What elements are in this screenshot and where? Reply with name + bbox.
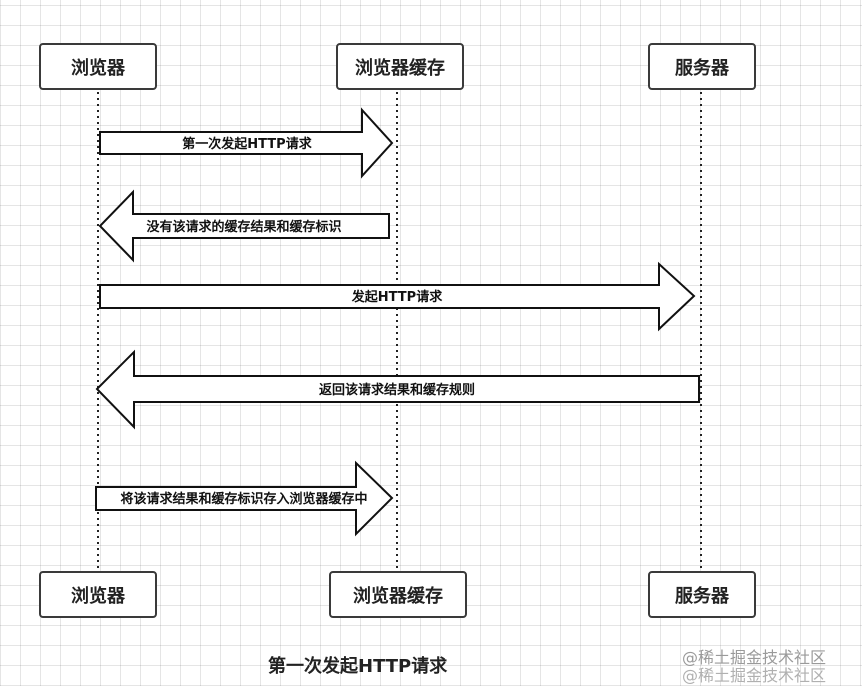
message-label-1: 第一次发起HTTP请求 <box>182 136 312 152</box>
message-arrow-3 <box>99 261 696 332</box>
message-label-5: 将该请求结果和缓存标识存入浏览器缓存中 <box>120 491 367 507</box>
message-label-2: 没有该请求的缓存结果和缓存标识 <box>146 219 341 235</box>
watermark-shadow: @稀土掘金技术社区 <box>682 666 827 685</box>
participant-browser-bottom: 浏览器 <box>39 571 157 618</box>
message-arrow-1 <box>99 107 394 179</box>
watermark: @稀土掘金技术社区 <box>682 648 827 667</box>
participant-browser-top: 浏览器 <box>39 43 157 90</box>
participant-server-top: 服务器 <box>648 43 756 90</box>
participant-cache-top: 浏览器缓存 <box>336 43 464 90</box>
message-label-3: 发起HTTP请求 <box>351 289 443 305</box>
message-arrow-2 <box>98 189 390 263</box>
participant-server-bottom: 服务器 <box>648 571 756 618</box>
diagram-caption: 第一次发起HTTP请求 <box>268 656 448 677</box>
participant-cache-bottom: 浏览器缓存 <box>329 571 467 618</box>
message-label-4: 返回该请求结果和缓存规则 <box>319 382 475 398</box>
message-arrow-5 <box>95 460 394 537</box>
message-arrow-4 <box>95 349 700 430</box>
